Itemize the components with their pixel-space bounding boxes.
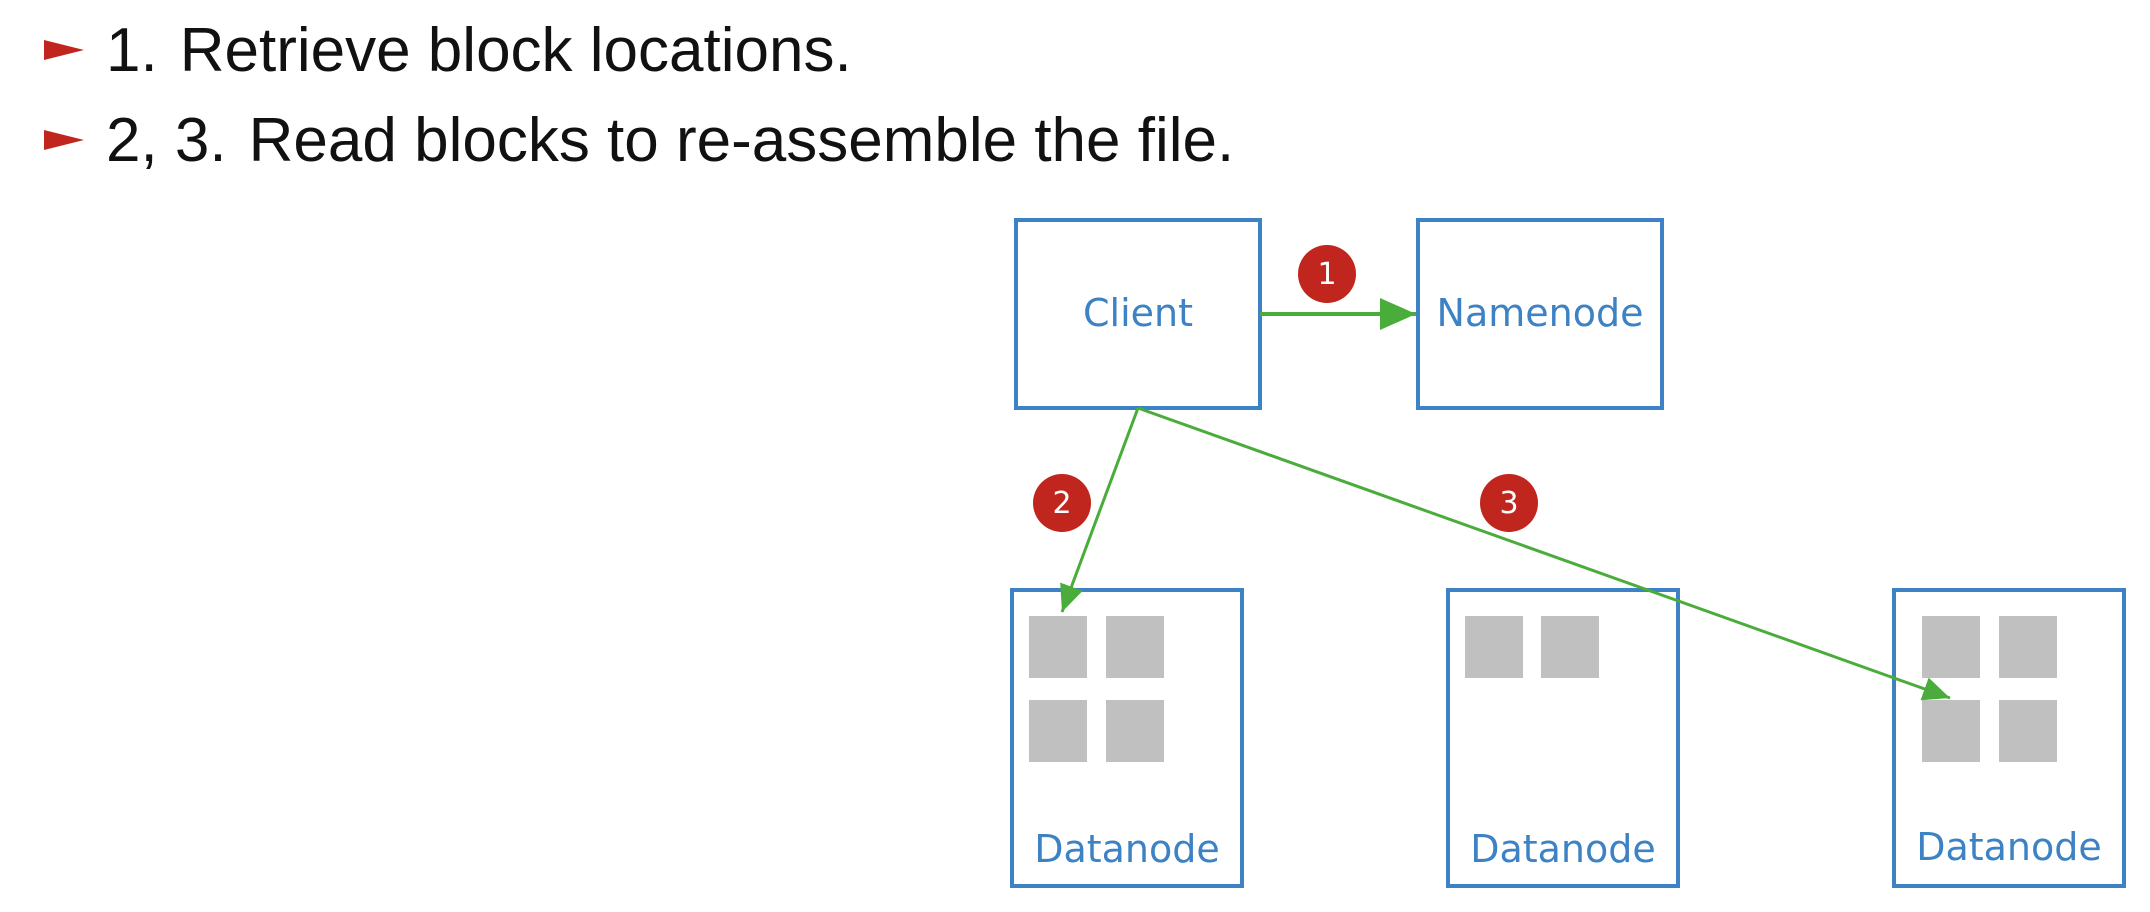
datanode-3: Datanode — [1892, 588, 2126, 888]
data-block — [1465, 616, 1523, 678]
data-block — [1922, 616, 1980, 678]
data-block — [1922, 700, 1980, 762]
triangle-bullet-icon — [44, 40, 84, 60]
step-badge-3: 3 — [1480, 474, 1538, 532]
data-block — [1999, 700, 2057, 762]
datanode-3-label: Datanode — [1916, 825, 2102, 869]
datanode-2: Datanode — [1446, 588, 1680, 888]
triangle-bullet-icon — [44, 130, 84, 150]
step-badge-1: 1 — [1298, 245, 1356, 303]
data-block — [1106, 616, 1164, 678]
data-block — [1029, 700, 1087, 762]
step-1-label: 1 — [1317, 257, 1336, 292]
step-badge-2: 2 — [1033, 474, 1091, 532]
data-block — [1541, 616, 1599, 678]
bullet-text-2: Read blocks to re-assemble the file. — [248, 105, 1235, 175]
datanode-1-label: Datanode — [1034, 827, 1220, 871]
bullet-number-1: 1. — [106, 15, 158, 85]
bullet-text-1: Retrieve block locations. — [179, 15, 852, 85]
client-label: Client — [1083, 291, 1193, 335]
datanode-2-label: Datanode — [1470, 827, 1656, 871]
arrow-client-to-datanode-3 — [1137, 406, 1951, 701]
bullet-item-1: 1. Retrieve block locations. — [44, 10, 852, 90]
namenode-node: Namenode — [1416, 218, 1664, 410]
data-block — [1029, 616, 1087, 678]
step-3-label: 3 — [1499, 486, 1518, 521]
client-node: Client — [1014, 218, 1262, 410]
bullet-number-2: 2, 3. — [106, 105, 227, 175]
namenode-label: Namenode — [1437, 291, 1644, 335]
data-block — [1999, 616, 2057, 678]
datanode-1: Datanode — [1010, 588, 1244, 888]
bullet-item-2: 2, 3. Read blocks to re-assemble the fil… — [44, 100, 1234, 180]
step-2-label: 2 — [1052, 486, 1071, 521]
arrow-client-to-datanode-1 — [1060, 407, 1140, 613]
data-block — [1106, 700, 1164, 762]
